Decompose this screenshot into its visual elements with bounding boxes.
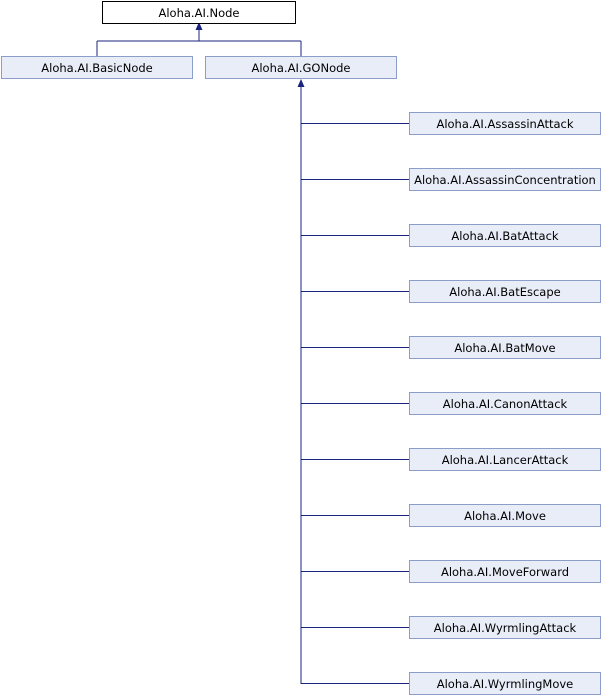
node-label: Aloha.AI.WyrmlingMove — [436, 676, 574, 691]
node-aloha-ai-node[interactable]: Aloha.AI.Node — [102, 1, 296, 24]
node-label: Aloha.AI.AssassinConcentration — [414, 172, 596, 187]
node-aloha-ai-wyrmlingattack[interactable]: Aloha.AI.WyrmlingAttack — [409, 616, 601, 639]
node-label: Aloha.AI.BatEscape — [449, 284, 561, 299]
node-label: Aloha.AI.Move — [464, 508, 546, 523]
node-label: Aloha.AI.Node — [158, 5, 240, 20]
node-label: Aloha.AI.GONode — [251, 60, 351, 75]
node-label: Aloha.AI.CanonAttack — [442, 396, 568, 411]
node-label: Aloha.AI.BasicNode — [41, 60, 153, 75]
node-aloha-ai-moveforward[interactable]: Aloha.AI.MoveForward — [409, 560, 601, 583]
node-aloha-ai-gonode[interactable]: Aloha.AI.GONode — [205, 56, 397, 79]
node-aloha-ai-batattack[interactable]: Aloha.AI.BatAttack — [409, 224, 601, 247]
node-aloha-ai-assassinattack[interactable]: Aloha.AI.AssassinAttack — [409, 112, 601, 135]
node-label: Aloha.AI.BatAttack — [451, 228, 559, 243]
node-label: Aloha.AI.AssassinAttack — [436, 116, 574, 131]
node-aloha-ai-lancerattack[interactable]: Aloha.AI.LancerAttack — [409, 448, 601, 471]
node-aloha-ai-batescape[interactable]: Aloha.AI.BatEscape — [409, 280, 601, 303]
node-label: Aloha.AI.LancerAttack — [441, 452, 569, 467]
node-aloha-ai-wyrmlingmove[interactable]: Aloha.AI.WyrmlingMove — [409, 672, 601, 695]
node-label: Aloha.AI.BatMove — [454, 340, 556, 355]
node-aloha-ai-basicnode[interactable]: Aloha.AI.BasicNode — [1, 56, 193, 79]
node-aloha-ai-canonattack[interactable]: Aloha.AI.CanonAttack — [409, 392, 601, 415]
arrowhead-to-node — [195, 22, 203, 30]
arrowhead-to-gonode — [297, 79, 305, 87]
node-aloha-ai-assassinconcentration[interactable]: Aloha.AI.AssassinConcentration — [409, 168, 601, 191]
node-aloha-ai-move[interactable]: Aloha.AI.Move — [409, 504, 601, 527]
node-label: Aloha.AI.WyrmlingAttack — [433, 620, 577, 635]
node-aloha-ai-batmove[interactable]: Aloha.AI.BatMove — [409, 336, 601, 359]
node-label: Aloha.AI.MoveForward — [440, 564, 570, 579]
